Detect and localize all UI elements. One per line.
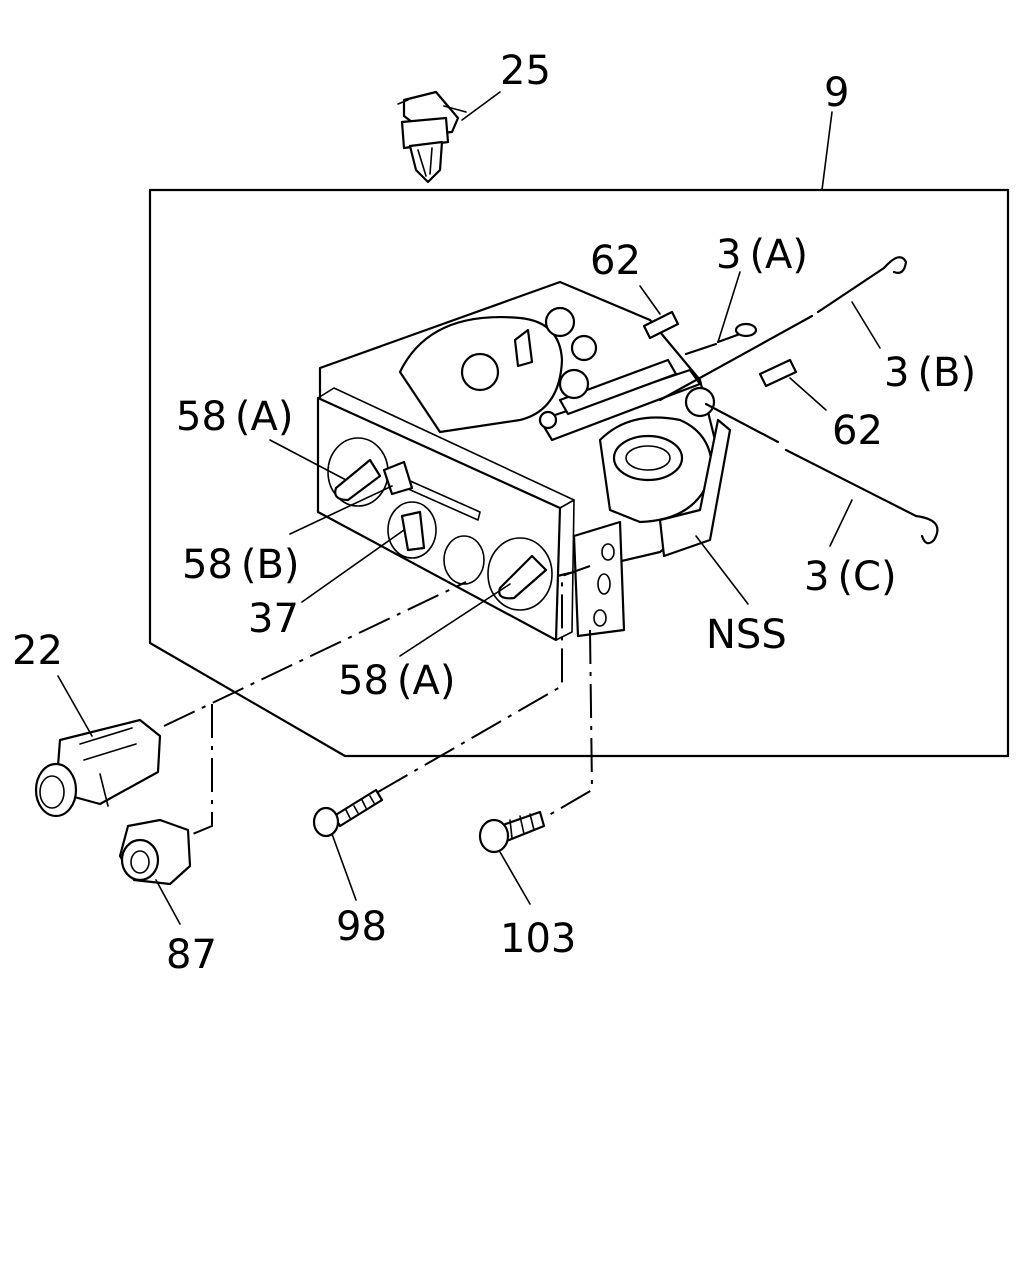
label-58a-bottom: 58 (A) [338, 658, 455, 704]
leader-62-top [639, 285, 661, 315]
leader-87 [155, 879, 181, 925]
switch-part-22 [34, 718, 162, 818]
bezel-part-87 [118, 818, 192, 886]
leader-3a [717, 271, 741, 343]
leader-3b [851, 301, 881, 349]
leader-58a-top [269, 439, 347, 481]
leader-98 [331, 833, 357, 901]
label-87: 87 [166, 932, 217, 978]
leader-nss [695, 535, 749, 605]
label-3a: 3 (A) [716, 232, 808, 278]
alignment-line-22 [163, 581, 467, 727]
label-22: 22 [12, 628, 63, 674]
pin-62-right [758, 358, 798, 388]
leader-58b [289, 485, 393, 535]
leader-3c [829, 499, 853, 547]
cable-3a [684, 322, 758, 356]
leader-22 [57, 675, 93, 737]
label-62-right: 62 [832, 408, 883, 454]
leader-37 [301, 529, 405, 603]
clip-part-25 [397, 90, 467, 184]
label-9: 9 [824, 70, 849, 116]
label-nss: NSS [706, 612, 787, 658]
label-3b: 3 (B) [884, 350, 976, 396]
label-98: 98 [336, 904, 387, 950]
label-58a-top: 58 (A) [176, 394, 293, 440]
leader-25 [461, 91, 501, 121]
alignment-line-98 [377, 565, 591, 793]
screw-part-103 [478, 810, 546, 854]
label-25: 25 [500, 48, 551, 94]
label-103: 103 [500, 916, 576, 962]
screw-part-98 [312, 788, 384, 838]
heater-control-unit [316, 280, 732, 642]
label-37: 37 [248, 596, 299, 642]
leader-58a-bottom [399, 583, 511, 657]
label-58b: 58 (B) [182, 542, 300, 588]
cable-3b [658, 256, 908, 402]
alignment-line-103 [543, 629, 594, 819]
leader-103 [499, 851, 531, 905]
pin-62-top [642, 310, 680, 340]
assembly-frame [148, 188, 1010, 758]
leader-62-right [789, 377, 827, 411]
alignment-line-87 [187, 704, 213, 837]
leader-9 [821, 111, 833, 191]
cable-3c [704, 402, 939, 545]
label-3c: 3 (C) [804, 554, 897, 600]
label-62-top: 62 [590, 238, 641, 284]
